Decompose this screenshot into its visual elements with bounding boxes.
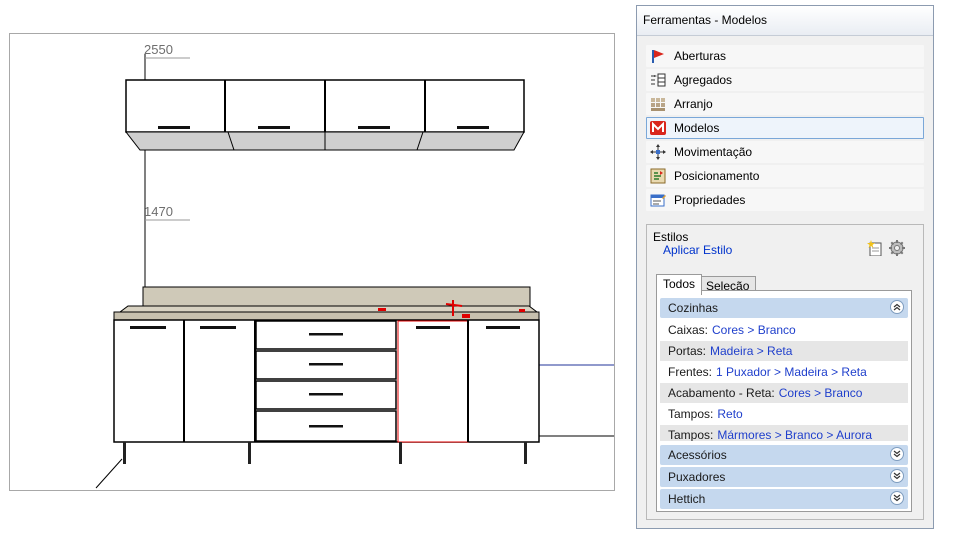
chevron-down-icon[interactable] [890,469,904,483]
tool-item-movimentacao[interactable]: Movimentação [646,141,924,163]
tool-item-propriedades[interactable]: Propriedades [646,189,924,211]
category-label: Cozinhas [668,301,719,315]
list-item[interactable]: Tampos:Mármores > Branco > Aurora [660,425,908,441]
arranjo-icon [650,96,666,112]
tool-label: Propriedades [674,193,746,207]
tool-item-agregados[interactable]: Agregados [646,69,924,91]
upper-cabinets [124,79,525,151]
category-label: Acessórios [668,448,727,462]
list-item[interactable]: Tampos:Reto [668,407,743,421]
tool-label: Agregados [674,73,733,87]
list-item[interactable]: Acabamento - Reta:Cores > Branco [660,383,908,403]
agregados-icon [650,72,666,88]
tab-todos[interactable]: Todos [656,274,703,295]
category-header-hettich[interactable]: Hettich [660,489,908,509]
aberturas-icon [650,48,666,64]
category-header-cozinhas[interactable]: Cozinhas [660,298,908,318]
tool-label: Aberturas [674,49,727,63]
tool-item-aberturas[interactable]: Aberturas [646,45,924,67]
chevron-down-icon[interactable] [890,447,904,461]
category-header-puxadores[interactable]: Puxadores [660,467,908,487]
kitchen-drawing [95,54,614,489]
dimension-label-top: 2550 [144,42,173,57]
list-item[interactable]: Portas:Madeira > Reta [660,341,908,361]
gear-icon[interactable] [889,240,905,256]
apply-style-link[interactable]: Aplicar Estilo [663,243,733,257]
list-item[interactable]: Caixas:Cores > Branco [668,323,796,337]
tool-item-arranjo[interactable]: Arranjo [646,93,924,115]
styles-legend: Estilos [653,230,689,244]
tool-label: Modelos [674,121,720,135]
category-label: Puxadores [668,470,726,484]
posicionamento-icon [650,168,666,184]
category-label: Hettich [668,492,706,506]
base-cabinets [113,319,540,464]
movimentacao-icon [650,144,666,160]
tool-label: Posicionamento [674,169,760,183]
countertop [113,286,540,321]
tool-item-modelos[interactable]: Modelos [646,117,924,139]
dimension-label-mid: 1470 [144,204,173,219]
styles-tab-content: Cozinhas Caixas:Cores > Branco Portas:Ma… [656,290,912,512]
panel-title: Ferramentas - Modelos [637,6,933,36]
modelos-icon [650,120,666,136]
propriedades-icon [650,192,666,208]
list-item[interactable]: Frentes:1 Puxador > Madeira > Reta [668,365,867,379]
chevron-up-icon[interactable] [890,300,904,314]
tool-item-posicionamento[interactable]: Posicionamento [646,165,924,187]
tool-label: Movimentação [674,145,753,159]
category-header-acessorios[interactable]: Acessórios [660,445,908,465]
tool-list: Aberturas Agregados Arranjo Modelos Movi… [646,45,924,213]
chevron-down-icon[interactable] [890,491,904,505]
tool-label: Arranjo [674,97,713,111]
new-style-icon[interactable] [867,240,883,257]
floor-axis-line [95,458,123,489]
model-viewport[interactable]: 2550 1470 [9,33,615,491]
